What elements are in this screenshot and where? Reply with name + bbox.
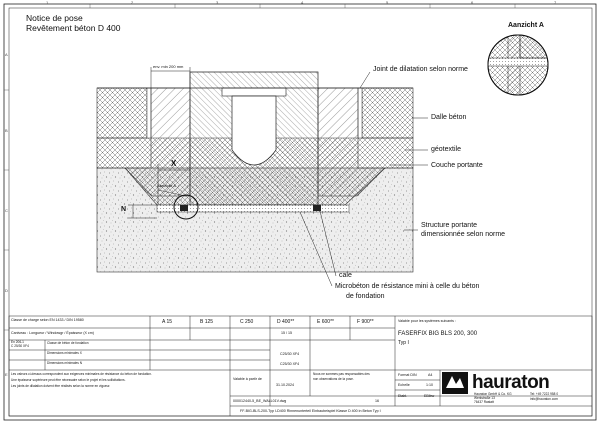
tb-concrete-2: C25/30 XF4: [280, 362, 300, 366]
tb-product: FASERFIX BIG BLS 200, 300: [398, 331, 478, 337]
tb-format-label: Format DIN: [398, 373, 417, 377]
callout-joint: Joint de dilatation selon norme: [373, 66, 468, 73]
ruler-top-6: 6: [471, 0, 474, 5]
dalle-left: [96, 87, 148, 139]
tb-concrete-1: C25/30 XF4: [280, 352, 300, 356]
tb-valid-from-label: Valable à partir de: [233, 377, 262, 381]
dim-view-ref: Aanzicht A: [157, 183, 176, 188]
channel-grate: [221, 87, 287, 97]
inset-title: Aanzicht A: [508, 22, 544, 29]
tb-scale-label: Echelle: [398, 383, 410, 387]
tb-note-1: Les valeurs ci-dessus correspondent aux …: [11, 372, 152, 376]
inset-view: [487, 34, 549, 96]
tb-class-f900: F 900**: [357, 319, 374, 325]
cale-left: [180, 205, 188, 211]
tb-address-1: Hauraton GmbH & Co. KG: [474, 392, 512, 396]
tb-note-2: Une épaisseur supérieure peut être néces…: [11, 378, 126, 382]
tb-class-c250: C 250: [240, 319, 254, 325]
channel-cavity: [231, 95, 277, 166]
joint-left: [146, 87, 152, 139]
page-title-line2: Revêtement béton D 400: [26, 23, 121, 33]
callout-dalle: Dalle béton: [431, 114, 467, 121]
tb-class-e600: E 600**: [317, 319, 334, 325]
tb-address-2: Werkstraße 13: [474, 396, 495, 400]
title-block-grid: [8, 315, 593, 417]
callout-structure-2: dimensionnée selon norme: [421, 231, 506, 238]
tb-cell-a2: C 25/30 XF4: [11, 344, 29, 348]
ruler-top-7: 7: [554, 0, 557, 5]
callout-couche: Couche portante: [431, 162, 483, 169]
tb-row-x: Dimensions minimales X: [47, 351, 82, 355]
dimension-n: [128, 204, 157, 219]
tb-drawn-label: Etabl.: [398, 394, 408, 398]
view-ref-leader: [157, 189, 187, 197]
tb-class-b125: B 125: [200, 319, 214, 325]
dimension-min-width: [150, 67, 191, 88]
tb-drawn-value: EBlbw: [424, 394, 435, 398]
dalle-right: [361, 87, 414, 139]
page-title-line1: Notice de pose: [26, 13, 83, 23]
tb-cell-a: En 206-1: [11, 340, 24, 344]
dim-x-label: X: [171, 159, 177, 168]
tb-class-d400: D 400**: [277, 319, 295, 325]
tb-format-value: A4: [428, 373, 433, 377]
tb-address-3: 76437 Rastatt: [474, 400, 494, 404]
callout-structure-1: Structure portante: [421, 222, 478, 229]
ruler-top-3: 3: [216, 0, 219, 5]
cale-right: [313, 205, 321, 211]
microbeton-bed: [156, 204, 350, 213]
tb-footer: FF-BIG-BLS-200-Typ I-D400 Rinnenuntertei…: [240, 409, 381, 413]
tb-no-responsibility: Nous ne sommes pas responsables des: [313, 372, 370, 376]
ruler-ticks: [4, 4, 516, 331]
ruler-top-5: 5: [386, 0, 389, 5]
leader-lines: [299, 71, 428, 287]
callout-cale: cale: [339, 272, 352, 279]
ruler-side-b: B: [5, 128, 8, 133]
tb-valid-for: Valable pour les systèmes suivants :: [398, 319, 456, 323]
tb-norm: Classe de charge selon EN 1433 / DIN 195…: [11, 318, 84, 322]
ruler-side-e: E: [5, 372, 8, 377]
tb-note-3: Les joints de dilatation doivent être ré…: [11, 384, 111, 388]
joint-right: [357, 87, 363, 139]
callout-geotextile: géotextile: [431, 146, 461, 153]
ruler-top-4: 4: [301, 0, 304, 5]
tb-no-responsibility-2: non observations de la pose.: [313, 377, 354, 381]
ruler-side-a: A: [5, 52, 8, 57]
outer-frame: [3, 3, 597, 421]
tb-email: info@hauraton.com: [530, 397, 558, 401]
tb-phone: Tel: +49 7222 958 0: [530, 392, 559, 396]
tb-type: Typ I: [398, 340, 409, 346]
ruler-side-d: D: [5, 288, 8, 293]
tb-line2: Caniveau : Longueur / Windowgr / Épaisse…: [11, 331, 94, 335]
brand-logo-glyph: [446, 376, 464, 388]
tb-xn-value: 15 / 15: [281, 331, 292, 335]
callout-microbeton-1: Microbéton de résistance mini à celle du…: [335, 283, 480, 290]
tb-drawing-file: 000012440-5_BE_WALL01V.dwg: [233, 399, 287, 403]
ruler-top-2: 2: [131, 0, 134, 5]
ruler-top-1: 1: [46, 0, 49, 5]
dimension-x: [157, 164, 190, 205]
tb-class-a15: A 15: [162, 319, 173, 325]
detail-circle: [173, 194, 199, 220]
dim-n-label: N: [121, 206, 127, 213]
brand-name: hauraton: [472, 372, 550, 393]
tb-valid-from: 31.10.2024: [276, 383, 294, 387]
callout-microbeton-2: de fondation: [346, 293, 385, 300]
tb-row-beton: Classe de béton de fondation: [47, 341, 89, 345]
tb-sheet-no: 16: [375, 399, 379, 403]
dim-min-width-label: env. min 200 mm: [153, 64, 184, 69]
tb-scale-value: 1:10: [426, 383, 433, 387]
tb-row-n: Dimensions minimales N: [47, 361, 83, 365]
ruler-side-c: C: [5, 208, 8, 213]
